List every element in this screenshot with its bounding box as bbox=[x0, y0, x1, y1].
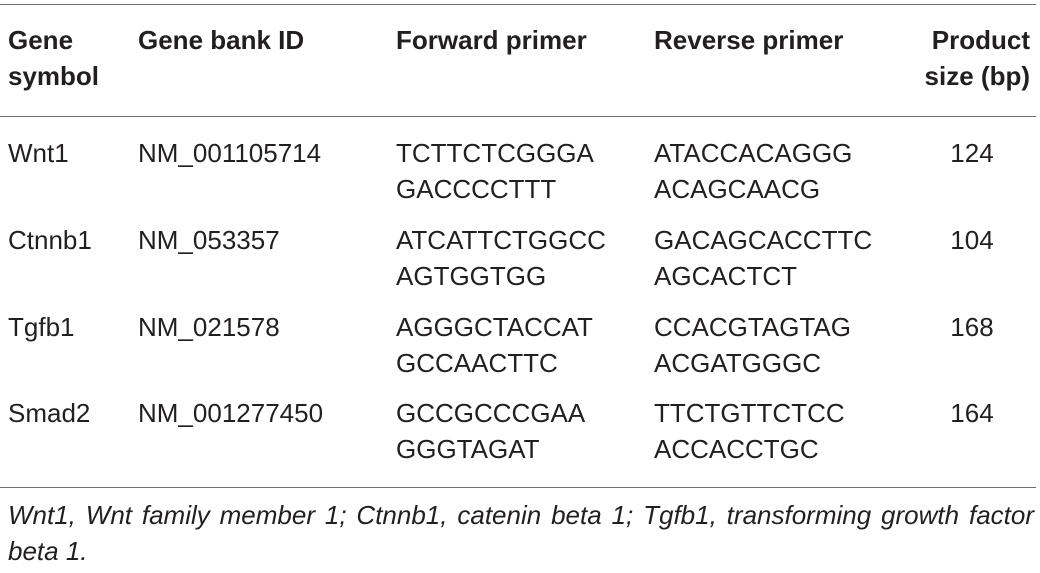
gene-bank-id-cell: NM_053357 bbox=[138, 225, 280, 255]
header-reverse-primer: Reverse primer bbox=[654, 25, 844, 55]
reverse-primer-cell: GACAGCACCTTC AGCACTCT bbox=[654, 225, 873, 291]
header-rule bbox=[0, 116, 1036, 117]
product-size-cell: 168 bbox=[950, 312, 994, 342]
gene-symbol-cell: Ctnnb1 bbox=[8, 225, 92, 255]
reverse-primer-cell: ATACCACAGGG ACAGCAACG bbox=[654, 138, 853, 204]
table-footnote: Wnt1, Wnt family member 1; Ctnnb1, caten… bbox=[8, 500, 1034, 566]
header-product-size: Product size (bp) bbox=[924, 25, 1030, 91]
reverse-primer-cell: TTCTGTTCTCC ACCACCTGC bbox=[654, 398, 845, 464]
gene-symbol-cell: Wnt1 bbox=[8, 138, 69, 168]
gene-bank-id-cell: NM_021578 bbox=[138, 312, 280, 342]
product-size-cell: 124 bbox=[950, 138, 994, 168]
table-bottom-rule bbox=[0, 487, 1036, 488]
gene-bank-id-cell: NM_001277450 bbox=[138, 398, 324, 428]
header-gene-symbol: Gene symbol bbox=[8, 25, 100, 91]
header-forward-primer: Forward primer bbox=[396, 25, 587, 55]
forward-primer-cell: AGGGCTACCAT GCCAACTTC bbox=[396, 312, 593, 378]
gene-symbol-cell: Smad2 bbox=[8, 398, 91, 428]
gene-bank-id-cell: NM_001105714 bbox=[138, 138, 322, 168]
forward-primer-cell: GCCGCCCGAA GGGTAGAT bbox=[396, 398, 586, 464]
product-size-cell: 104 bbox=[950, 225, 994, 255]
forward-primer-cell: ATCATTCTGGCC AGTGGTGG bbox=[396, 225, 606, 291]
product-size-cell: 164 bbox=[950, 398, 994, 428]
table-top-rule bbox=[0, 4, 1036, 5]
forward-primer-cell: TCTTCTCGGGA GACCCCTTT bbox=[396, 138, 594, 204]
reverse-primer-cell: CCACGTAGTAG ACGATGGGC bbox=[654, 312, 851, 378]
header-gene-bank-id: Gene bank ID bbox=[138, 25, 305, 55]
gene-symbol-cell: Tgfb1 bbox=[8, 312, 75, 342]
